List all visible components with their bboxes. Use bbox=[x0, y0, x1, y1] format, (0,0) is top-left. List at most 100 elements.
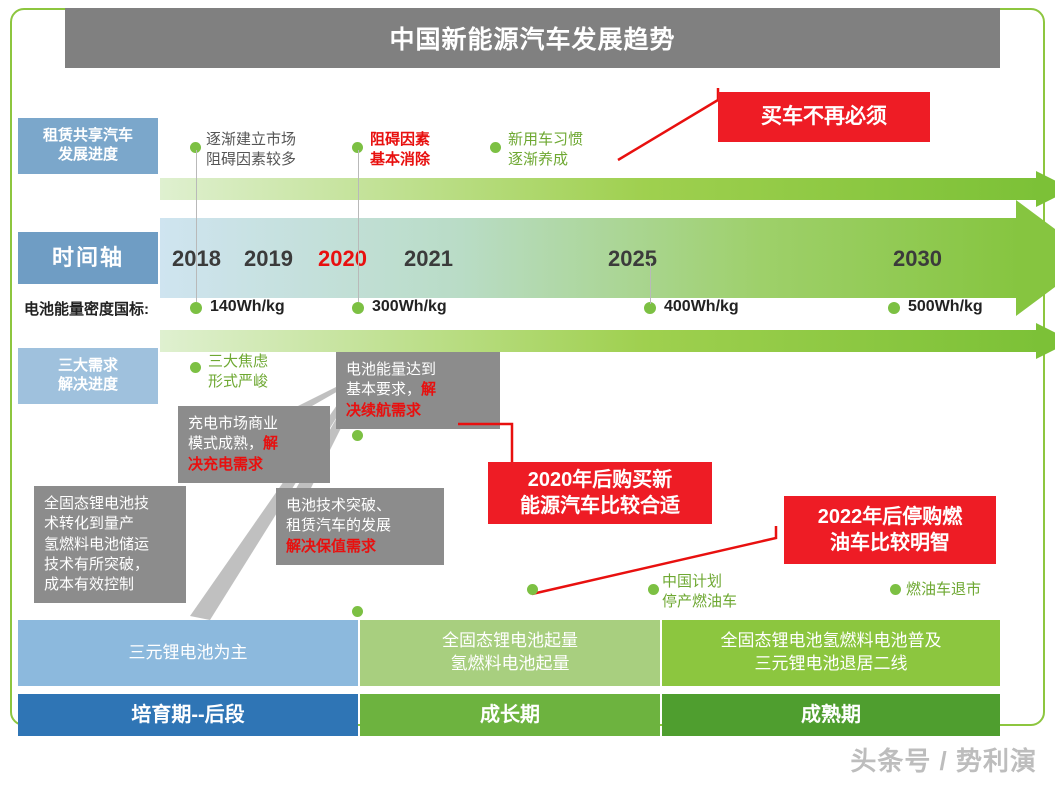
timeline-arrow-head-icon bbox=[1016, 200, 1055, 316]
sharing-arrow-bar bbox=[160, 178, 1040, 200]
row-label-timeline-text: 时间轴 bbox=[51, 245, 124, 271]
sharing-note-1-line1: 逐渐建立市场 bbox=[206, 131, 297, 148]
demand-note-charging-line2: 模式成熟，解 bbox=[188, 434, 320, 454]
battery-value-2: 300Wh/kg bbox=[372, 298, 447, 315]
sharing-note-1: 逐渐建立市场 阻碍因素较多 bbox=[206, 130, 296, 171]
tech-stage-2-line2: 氢燃料电池起量 bbox=[450, 654, 570, 673]
oil-note-exit-line1: 燃油车退市 bbox=[906, 581, 982, 598]
oil-note-plan-line1: 中国计划 bbox=[662, 573, 723, 590]
red-callout-buy-after-2020-line2: 能源汽车比较合适 bbox=[520, 495, 680, 517]
red-callout-stop-oil-2022: 2022年后停购燃 油车比较明智 bbox=[784, 496, 996, 564]
demand-note-anxiety: 三大焦虑 形式严峻 bbox=[208, 352, 268, 393]
callout-connector-3-icon bbox=[531, 526, 778, 596]
demand-note-solidstate: 全固态锂电池技 术转化到量产 氢燃料电池储运 技术有所突破， 成本有效控制 bbox=[34, 486, 186, 604]
demand-note-range-line3: 决续航需求 bbox=[346, 401, 422, 419]
demand-note-solidstate-line2: 术转化到量产 bbox=[44, 515, 135, 533]
demand-note-solidstate-line1: 全固态锂电池技 bbox=[44, 495, 150, 512]
battery-density-label: 电池能量密度国标: bbox=[24, 301, 149, 318]
demand-note-charging: 充电市场商业 模式成熟，解 决充电需求 bbox=[178, 406, 330, 483]
battery-dot-2-icon bbox=[352, 302, 364, 314]
year-2019: 2019 bbox=[244, 246, 293, 271]
tech-stage-3: 全固态锂电池氢燃料电池普及 三元锂电池退居二线 bbox=[662, 620, 1000, 686]
demand-note-range: 电池能量达到 基本要求，解 决续航需求 bbox=[336, 352, 500, 429]
demand-note-range-line1: 电池能量达到 bbox=[346, 361, 437, 378]
row-label-sharing: 租赁共享汽车 发展进度 bbox=[18, 118, 158, 174]
guide-line-2020 bbox=[358, 150, 359, 302]
year-2025: 2025 bbox=[608, 246, 657, 271]
battery-dot-4-icon bbox=[888, 302, 900, 314]
tech-stage-dot-icon bbox=[352, 606, 363, 617]
demand-note-solidstate-line4: 技术有所突破， bbox=[44, 555, 150, 573]
demand-arrow-bar bbox=[160, 330, 1040, 352]
battery-value-3: 400Wh/kg bbox=[664, 298, 739, 315]
demand-note-anxiety-line2: 形式严峻 bbox=[208, 373, 269, 391]
guide-line-2018 bbox=[196, 150, 197, 302]
red-callout-stop-oil-2022-line2: 油车比较明智 bbox=[830, 532, 950, 554]
red-callout-buy-car: 买车不再必须 bbox=[718, 92, 930, 142]
phase-stage-2-text: 成长期 bbox=[480, 703, 540, 726]
tech-stage-1: 三元锂电池为主 bbox=[18, 620, 358, 686]
demand-note-solidstate-line3: 氢燃料电池储运 bbox=[44, 535, 150, 553]
tech-stage-2-line1: 全固态锂电池起量 bbox=[442, 631, 578, 651]
phase-stage-2: 成长期 bbox=[360, 694, 660, 736]
sharing-progress-arrow bbox=[160, 171, 1055, 207]
phase-stage-3: 成熟期 bbox=[662, 694, 1000, 736]
red-callout-buy-after-2020: 2020年后购买新 能源汽车比较合适 bbox=[488, 462, 712, 524]
callout-connector-2-icon bbox=[458, 422, 514, 478]
demand-note-resale-line1: 电池技术突破、 bbox=[286, 497, 392, 514]
row-label-demand-line1: 三大需求 bbox=[57, 357, 118, 375]
demand-note-charging-em: 解 bbox=[263, 435, 279, 453]
sharing-note-2: 阻碍因素 基本消除 bbox=[370, 130, 430, 171]
sharing-note-2-line2: 基本消除 bbox=[370, 151, 431, 169]
sharing-dot-2-icon bbox=[352, 142, 363, 153]
phase-stage-1-text: 培育期--后段 bbox=[131, 703, 245, 726]
red-callout-buy-after-2020-line1: 2020年后购买新 bbox=[527, 469, 673, 491]
demand-note-solidstate-line5: 成本有效控制 bbox=[44, 576, 135, 593]
demand-note-charging-line1: 充电市场商业 bbox=[188, 415, 279, 432]
year-2021: 2021 bbox=[404, 246, 453, 271]
sharing-note-1-line2: 阻碍因素较多 bbox=[206, 151, 297, 169]
sharing-note-2-line1: 阻碍因素 bbox=[370, 131, 431, 148]
row-label-sharing-line2: 发展进度 bbox=[57, 146, 118, 163]
demand-arrow-head-icon bbox=[1036, 323, 1055, 359]
phase-stage-3-text: 成熟期 bbox=[801, 703, 861, 726]
page-title: 中国新能源汽车发展趋势 bbox=[65, 8, 1000, 68]
oil-dot-2-icon bbox=[648, 584, 659, 595]
timeline-arrow-bar bbox=[160, 218, 1020, 298]
oil-dot-1-icon bbox=[527, 584, 538, 595]
year-2020: 2020 bbox=[318, 246, 367, 271]
demand-note-charging-line2-text: 模式成熟， bbox=[188, 435, 264, 453]
tech-stage-3-line1: 全固态锂电池氢燃料电池普及 bbox=[720, 631, 942, 651]
oil-note-exit: 燃油车退市 bbox=[906, 580, 981, 600]
demand-note-resale-line2: 租赁汽车的发展 bbox=[286, 517, 392, 535]
row-label-demand-line2: 解决进度 bbox=[57, 376, 118, 393]
sharing-dot-1-icon bbox=[190, 142, 201, 153]
demand-note-anxiety-line1: 三大焦虑 bbox=[208, 353, 269, 370]
demand-note-charging-line3: 决充电需求 bbox=[188, 455, 264, 473]
page-title-text: 中国新能源汽车发展趋势 bbox=[389, 26, 676, 54]
tech-stage-1-line1: 三元锂电池为主 bbox=[128, 642, 248, 662]
demand-note-resale-line3: 解决保值需求 bbox=[286, 537, 377, 555]
phase-stage-1: 培育期--后段 bbox=[18, 694, 358, 736]
demand-note-range-em: 解 bbox=[421, 381, 437, 399]
year-2030: 2030 bbox=[893, 246, 942, 271]
guide-line-2025 bbox=[650, 262, 651, 304]
oil-note-plan-line2: 停产燃油车 bbox=[662, 593, 738, 611]
watermark: 头条号 / 势利演 bbox=[850, 746, 1037, 776]
row-label-timeline: 时间轴 bbox=[18, 232, 158, 284]
row-label-sharing-line1: 租赁共享汽车 bbox=[42, 127, 133, 145]
demand-progress-arrow bbox=[160, 323, 1055, 359]
sharing-note-3: 新用车习惯 逐渐养成 bbox=[508, 130, 583, 171]
sharing-dot-3-icon bbox=[490, 142, 501, 153]
red-callout-buy-car-text: 买车不再必须 bbox=[761, 105, 887, 129]
sharing-arrow-head-icon bbox=[1036, 171, 1055, 207]
demand-note-resale: 电池技术突破、 租赁汽车的发展 解决保值需求 bbox=[276, 488, 444, 565]
sharing-note-3-line1: 新用车习惯 bbox=[508, 131, 584, 148]
tech-stage-2: 全固态锂电池起量 氢燃料电池起量 bbox=[360, 620, 660, 686]
battery-dot-3-icon bbox=[644, 302, 656, 314]
battery-dot-1-icon bbox=[190, 302, 202, 314]
battery-value-4: 500Wh/kg bbox=[908, 298, 983, 315]
demand-dot-1-icon bbox=[190, 362, 201, 373]
tech-stage-3-line2: 三元锂电池退居二线 bbox=[754, 654, 908, 673]
